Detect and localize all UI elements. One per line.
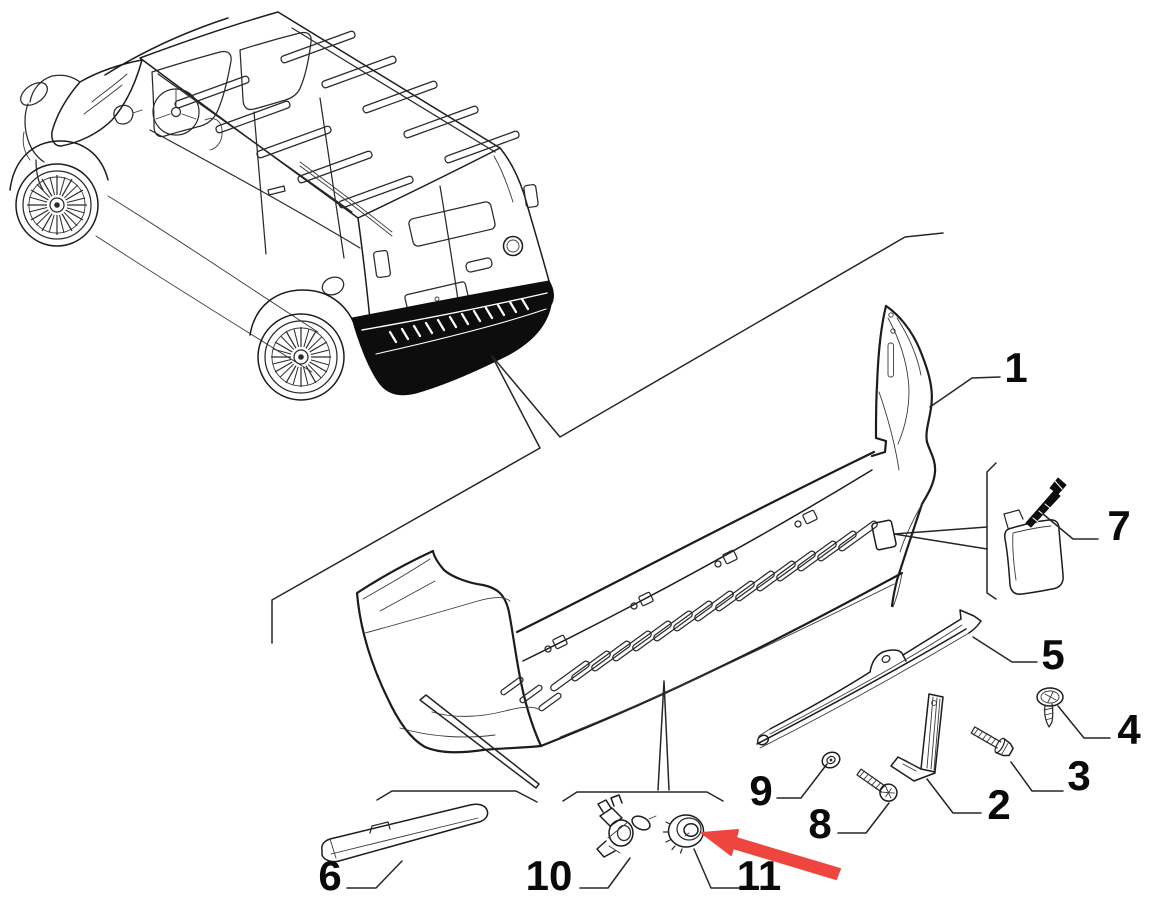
leader-1 [929,376,1001,408]
leader-9 [776,763,828,799]
detail-boundary [271,232,944,644]
callout-5-label: 5 [1041,631,1064,678]
leader-4 [1057,705,1111,739]
part-5-sill-bracket [756,609,982,749]
callout-9-label: 9 [749,767,772,814]
taillight-right [523,184,539,208]
tow-hook-opening [871,519,897,551]
part-7-tow-hook-cover [1003,477,1067,595]
leader-6 [346,860,403,889]
leader-11 [693,848,742,889]
bumper-left-end [355,549,543,754]
part-10-clip [596,794,657,858]
headlight [20,82,48,106]
fuel-cap [321,276,345,296]
part-2-bracket [890,693,944,782]
rear-wheel [257,313,345,401]
callout-6-label: 6 [318,852,341,899]
part-9-washer [821,751,841,769]
van-side [95,31,393,373]
leader-3 [1010,761,1064,792]
red-highlight-arrow [701,829,841,880]
bracket-part7 [986,462,997,600]
vehicle-illustration [9,11,554,401]
bumper-right-end [870,304,937,608]
bumper-exploded-view [355,304,937,754]
pointer-wedge-reflector [419,694,540,789]
van-roof [104,11,520,219]
callout-7-label: 7 [1107,502,1130,549]
front-wheel [15,163,99,247]
taillight-left [373,249,391,279]
brand-logo [502,235,524,257]
leader-8 [837,802,890,834]
van-front [20,59,143,191]
callout-10-label: 10 [526,852,573,899]
group-brackets [376,462,997,803]
bumper-tread-marks [388,297,530,344]
van-rear [357,147,550,321]
callout-2-label: 2 [987,781,1010,828]
front-fender-arch [9,140,109,191]
part-4-screw [1036,687,1064,728]
leader-2 [926,778,982,814]
door-handle [267,185,286,196]
part-11-grommet [662,814,705,854]
leader-7 [1042,513,1099,540]
pointer-wedge-towhook [893,526,988,550]
bracket-parts-10-11 [562,791,724,802]
highlighted-rear-bumper [351,280,554,396]
roof-slats [174,30,520,209]
bumper-flange-tabs [544,509,818,653]
tailgate-handle [465,257,493,273]
callout-4-label: 4 [1117,706,1141,753]
part-6-reflector [321,803,489,863]
part-7-screw [1025,477,1067,528]
leader-lines [346,376,1111,889]
pointer-wedge-center [657,680,670,791]
leader-10 [579,857,631,889]
bracket-part6 [376,790,538,803]
leader-5 [972,636,1038,663]
callout-8-label: 8 [808,800,831,847]
rear-fender-arch [249,289,359,337]
part-8-screw [856,768,898,802]
callout-3-label: 3 [1067,752,1090,799]
callout-labels: 1 2 3 4 5 6 7 8 9 10 11 [318,344,1141,899]
callout-1-label: 1 [1004,344,1027,391]
part-3-bolt [970,726,1014,757]
rear-door-recess [408,201,496,247]
